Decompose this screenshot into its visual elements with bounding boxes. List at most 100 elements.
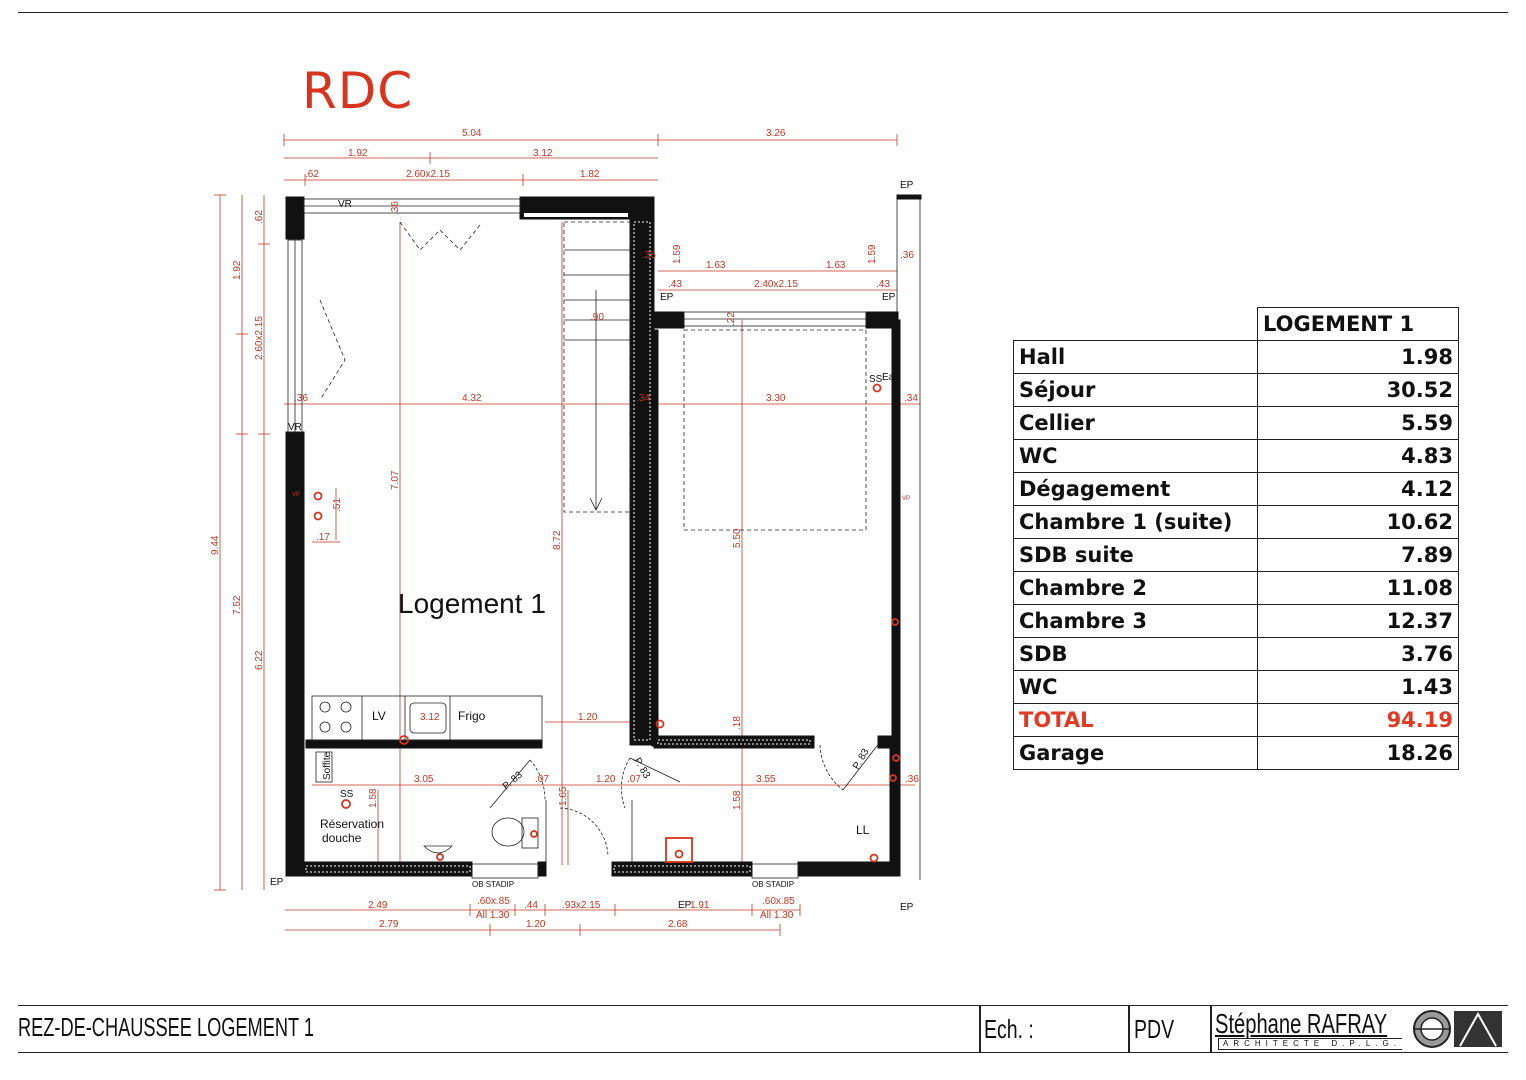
- dimension-ticks: [214, 134, 898, 936]
- architect-logo-icon: [1402, 1008, 1506, 1050]
- row-value: 1.98: [1257, 340, 1459, 374]
- dim-bottom-sub-1: All 1.30: [476, 910, 510, 921]
- frigo-label: Frigo: [458, 709, 486, 723]
- dim-garage-7: 1.59: [867, 244, 878, 264]
- row-name: Chambre 2: [1013, 571, 1258, 605]
- dim-left-5: 2.60x2.15: [254, 316, 265, 360]
- dim-garage-5: .43: [876, 279, 890, 290]
- ss-label: SS: [340, 789, 354, 800]
- ep-label-2: EP: [660, 292, 674, 303]
- sanitary: [315, 751, 633, 862]
- dim-row-5: .34: [904, 393, 918, 404]
- dim-bottom-row2-3: 2.68: [668, 919, 688, 930]
- dim-garage-2: 1.63: [826, 260, 846, 271]
- dimension-lines: [219, 139, 920, 931]
- garage-name: Garage: [1013, 736, 1258, 770]
- vr-label-left: VR: [288, 422, 302, 433]
- floor-plan: 5.04 3.26 1.92 3.12 .62 2.60x2.15 1.82 9…: [210, 128, 922, 936]
- room-labels: Logement 1 VR VR EP EP EP EP EP EP LV 3.…: [270, 180, 914, 913]
- total-name: TOTAL: [1013, 703, 1258, 737]
- frigo-dim-label: 3.12: [420, 712, 440, 723]
- dim-row-4: 3.30: [766, 393, 786, 404]
- ll-label: LL: [856, 823, 870, 837]
- row-name: SDB: [1013, 637, 1258, 671]
- row-name: WC: [1013, 670, 1258, 704]
- table-corner: [1013, 307, 1258, 341]
- dim-garage-1: 1.63: [706, 260, 726, 271]
- dim-bottom-row2-1: 2.79: [379, 919, 399, 930]
- kitchen-counter: [311, 695, 543, 741]
- dim-bottom-5: 1.91: [690, 900, 710, 911]
- title-block-divider: [1128, 1006, 1130, 1052]
- dim-vert-6: 1.58: [732, 790, 743, 810]
- scale-label: Ech. :: [984, 1014, 1034, 1044]
- vp-label-2: VP: [902, 496, 910, 502]
- ss-eau-label: SS: [869, 374, 883, 385]
- row-value: 10.62: [1257, 505, 1459, 539]
- row-name: SDB suite: [1013, 538, 1258, 572]
- row-value: 5.59: [1257, 406, 1459, 440]
- ep-label-4: EP: [270, 877, 284, 888]
- row-name: Hall: [1013, 340, 1258, 374]
- phase-label: PDV: [1134, 1014, 1175, 1044]
- ep-label-3: EP: [882, 292, 896, 303]
- row-name: WC: [1013, 439, 1258, 473]
- dim-left-4: 1.92: [232, 260, 243, 280]
- soffite-label: Soffite: [322, 751, 333, 780]
- dim-top-third-1: .62: [305, 169, 319, 180]
- dim-low-1: 3.05: [414, 774, 434, 785]
- dim-top-second-2: 3.12: [533, 148, 553, 159]
- architect-subtitle: ARCHITECTE D.P.L.G.: [1218, 1038, 1406, 1050]
- dim-garage-4: .43: [668, 279, 682, 290]
- dim-vert-3: 5.50: [732, 528, 743, 548]
- row-name: Dégagement: [1013, 472, 1258, 506]
- dim-low-4: .07: [627, 774, 641, 785]
- row-name: Cellier: [1013, 406, 1258, 440]
- dim-left-2: 7.52: [232, 595, 243, 615]
- drawing-title: REZ-DE-CHAUSSEE LOGEMENT 1: [18, 1012, 314, 1042]
- row-name: Chambre 1 (suite): [1013, 505, 1258, 539]
- dim-bottom-4: .93x2.15: [562, 900, 601, 911]
- row-value: 30.52: [1257, 373, 1459, 407]
- doors: [489, 741, 881, 857]
- row-value: 1.43: [1257, 670, 1459, 704]
- dim-vert-10: .36: [390, 201, 401, 215]
- lv-label: LV: [372, 709, 386, 723]
- row-name: Séjour: [1013, 373, 1258, 407]
- ob-stadip-label-1: OB STADIP: [472, 880, 514, 889]
- windows: [287, 198, 921, 880]
- dim-top-second-1: 1.92: [348, 148, 368, 159]
- dim-left-1: 9.44: [210, 535, 221, 555]
- dim-garage-11: .90: [590, 312, 604, 323]
- level-title: RDC: [302, 62, 414, 120]
- dim-vert-7: .18: [732, 716, 743, 730]
- dim-garage-8: .36: [642, 250, 656, 261]
- title-block-divider: [1210, 1006, 1212, 1052]
- stair-steps: [564, 249, 630, 511]
- dim-bottom-3: .44: [524, 900, 538, 911]
- row-value: 12.37: [1257, 604, 1459, 638]
- dim-vert-9: .17: [316, 532, 330, 543]
- dim-top-overall-2: 3.26: [766, 128, 786, 139]
- total-value: 94.19: [1257, 703, 1459, 737]
- dim-garage-9: .36: [900, 250, 914, 261]
- dim-garage-3: 2.40x2.15: [754, 279, 798, 290]
- dim-left-3: 6.22: [254, 650, 265, 670]
- ep-label-1: EP: [900, 180, 914, 191]
- title-block-divider: [979, 1006, 981, 1052]
- row-name: Chambre 3: [1013, 604, 1258, 638]
- row-value: 3.76: [1257, 637, 1459, 671]
- reservation-label: Réservation: [320, 817, 384, 831]
- dim-kitchen: 1.20: [578, 712, 598, 723]
- dim-vert-8: .51: [332, 498, 343, 512]
- table-header: LOGEMENT 1: [1257, 307, 1459, 341]
- dim-garage-10: .22: [726, 312, 737, 326]
- wall-hatch: [305, 213, 811, 873]
